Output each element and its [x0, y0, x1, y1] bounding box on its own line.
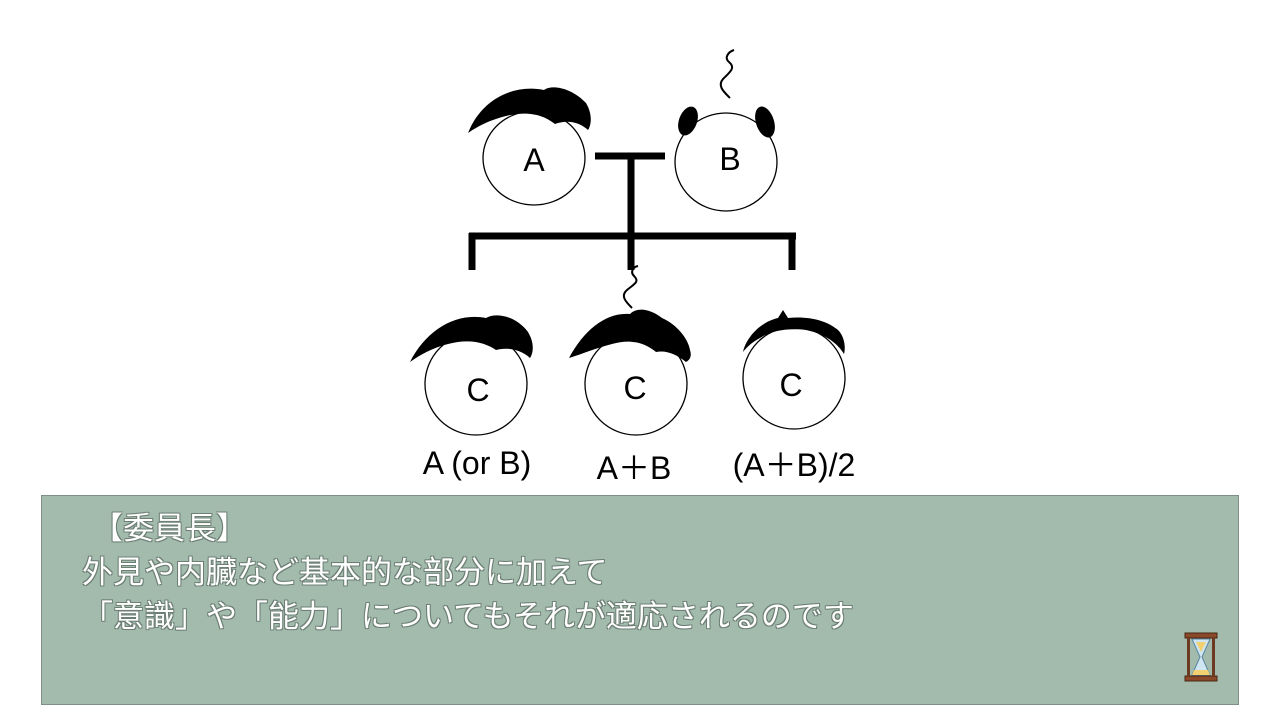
- parent-b-label: B: [719, 141, 740, 177]
- parent-a-label: A: [523, 142, 545, 178]
- dialogue-line-2: 「意識」や「能力」についてもそれが適応されるのです: [82, 599, 854, 635]
- hourglass-graphic: [1184, 632, 1218, 682]
- child-3-hair: [743, 310, 845, 354]
- child-1-label: C: [466, 372, 489, 408]
- dialogue-line-1: 外見や内臓など基本的な部分に加えて: [82, 555, 608, 591]
- parent-b-hair-left: [678, 106, 698, 136]
- parent-a-face: A: [468, 87, 591, 206]
- child-2-caption: A＋B: [597, 450, 672, 486]
- parent-b-hair-strand: [719, 49, 735, 99]
- parent-a-hair: [468, 87, 591, 133]
- child-1-hair: [410, 315, 533, 362]
- parent-b-hair-right: [755, 106, 775, 138]
- child-3-label: C: [779, 367, 802, 403]
- family-diagram: A B C A (or B) C: [410, 49, 856, 486]
- speaker-name: 【委員長】: [92, 511, 247, 547]
- diagram-canvas: A B C A (or B) C: [410, 49, 856, 486]
- family-tree-connectors: [468, 152, 796, 270]
- child-2-face: C A＋B: [569, 265, 691, 486]
- child-2-label: C: [623, 370, 646, 406]
- message-window[interactable]: 【委員長】 外見や内臓など基本的な部分に加えて 「意識」や「能力」についてもそれ…: [41, 495, 1239, 705]
- child-1-face: C A (or B): [410, 315, 533, 481]
- child-2-hair-strand: [622, 265, 639, 309]
- parent-b-head: [674, 112, 778, 212]
- child-3-face: C (A＋B)/2: [733, 310, 856, 483]
- parent-b-face: B: [674, 49, 778, 212]
- child-2-hair: [569, 309, 691, 362]
- child-3-caption: (A＋B)/2: [733, 447, 856, 483]
- child-1-caption: A (or B): [423, 445, 531, 481]
- hourglass-icon[interactable]: [1184, 632, 1218, 682]
